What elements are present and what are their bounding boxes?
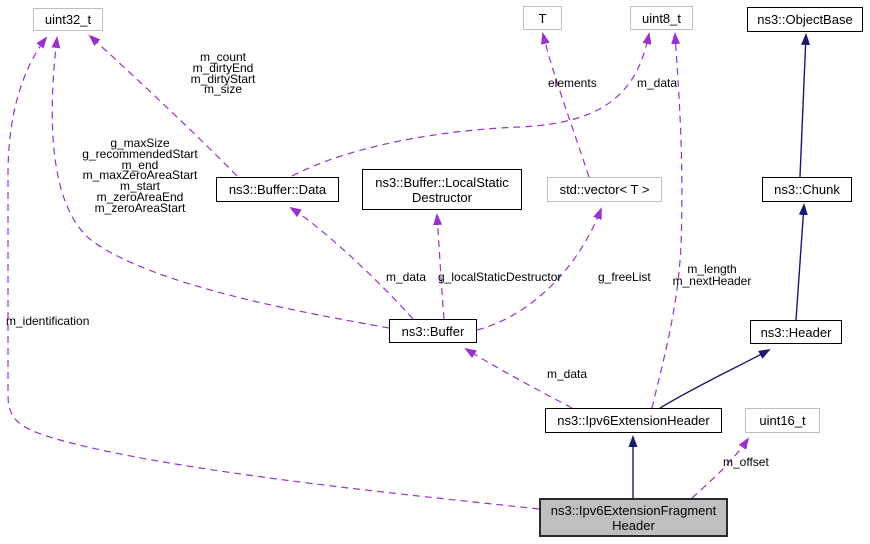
edge-label-m-length-m-nextheader: m_length m_nextHeader <box>672 262 752 288</box>
node-ns3-objectbase[interactable]: ns3::ObjectBase <box>747 7 863 32</box>
edge-buffer-localstatic <box>433 213 445 320</box>
edge-label-m-data-buffer: m_data <box>547 367 588 381</box>
edge-label-g-freelist: g_freeList <box>598 270 651 284</box>
node-ns3-chunk[interactable]: ns3::Chunk <box>762 177 852 202</box>
edge-fragment-uint32 <box>7 36 540 510</box>
edge-fragment-uint16 <box>691 437 750 499</box>
node-uint16-t: uint16_t <box>745 408 820 433</box>
node-t: T <box>523 6 562 30</box>
node-ns3-buffer-localstatic-destructor[interactable]: ns3::Buffer::LocalStatic Destructor <box>362 169 522 210</box>
node-ns3-buffer[interactable]: ns3::Buffer <box>389 319 477 343</box>
edge-extheader-header <box>659 349 771 409</box>
edge-bufferdata-uint8 <box>291 32 652 177</box>
edge-vector-t <box>540 32 590 178</box>
edge-extheader-uint8 <box>651 32 683 409</box>
node-ns3-ipv6extensionheader[interactable]: ns3::Ipv6ExtensionHeader <box>545 408 722 433</box>
node-ns3-ipv6extensionfragmentheader: ns3::Ipv6ExtensionFragment Header <box>539 498 728 537</box>
edge-buffer-bufferdata <box>289 206 414 320</box>
node-uint32-t: uint32_t <box>33 8 103 31</box>
edge-bufferdata-uint32 <box>88 34 238 177</box>
edge-label-bufferdata-uint32: m_count m_dirtyEnd m_dirtyStart m_size <box>190 50 256 97</box>
edge-buffer-uint32 <box>51 36 390 329</box>
edge-label-m-identification: m_identification <box>6 314 90 328</box>
node-ns3-header[interactable]: ns3::Header <box>750 320 842 344</box>
edge-chunk-objectbase <box>799 33 811 178</box>
node-uint8-t: uint8_t <box>630 6 693 30</box>
node-ns3-buffer-data[interactable]: ns3::Buffer::Data <box>216 177 339 202</box>
edge-buffer-vector <box>476 207 602 331</box>
edge-label-m-offset: m_offset <box>723 455 769 469</box>
edge-extheader-buffer <box>464 347 573 409</box>
edge-label-g-localstaticdestructor: g_localStaticDestructor <box>438 270 562 284</box>
node-std-vector-t: std::vector< T > <box>547 177 662 202</box>
edge-label-elements: elements <box>548 76 597 90</box>
edge-label-buffer-uint32: g_maxSize g_recommendedStart m_end m_max… <box>82 136 198 215</box>
edge-label-m-data-bufferdata: m_data <box>385 270 427 284</box>
edge-header-chunk <box>795 203 808 321</box>
edge-label-m-data-uint8: m_data <box>637 76 678 90</box>
